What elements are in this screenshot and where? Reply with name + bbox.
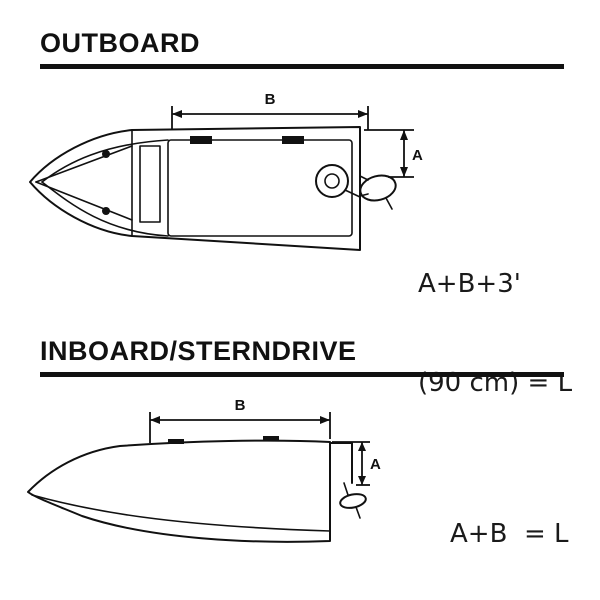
outboard-boat-diagram: B A xyxy=(29,91,423,251)
dimension-b-arrowhead-left xyxy=(172,110,182,118)
sterndrive-leg xyxy=(343,482,349,496)
outboard-motor xyxy=(359,174,397,210)
sterndrive-torpedo xyxy=(339,493,367,509)
inner-gunwale-top xyxy=(41,139,169,183)
boat-side-view xyxy=(27,436,331,543)
sterndrive-skeg xyxy=(355,506,361,519)
inboard-section-title: INBOARD/STERNDRIVE xyxy=(40,336,357,366)
deck-cleat-left xyxy=(168,439,184,444)
inboard-boat-diagram: B A xyxy=(27,397,381,543)
dimension-a-label: A xyxy=(412,147,423,164)
bow-deck-line-lower xyxy=(35,181,133,221)
motor-cowl xyxy=(359,174,397,202)
outboard-section-title: OUTBOARD xyxy=(40,28,200,58)
chine-line xyxy=(31,494,331,532)
dimension-a-arrowhead-top xyxy=(400,130,408,140)
steering-wheel-inner xyxy=(324,173,340,189)
steering-wheel-outer xyxy=(315,164,349,198)
boat-hull-outline xyxy=(29,126,361,251)
dimension-b: B xyxy=(171,91,369,130)
dimension-a-arrowhead-bottom xyxy=(400,167,408,177)
dimension-a-arrowhead-top xyxy=(358,442,366,451)
inboard-divider xyxy=(40,372,564,377)
sterndrive-unit xyxy=(329,442,367,519)
inner-gunwale-bottom xyxy=(41,181,169,237)
gunwale-fitting-right xyxy=(282,136,304,144)
console xyxy=(139,145,161,223)
dimension-b-arrowhead-right xyxy=(358,110,368,118)
motor-skeg xyxy=(385,197,393,210)
bow-deck-line-upper xyxy=(35,145,133,183)
dimension-b: B xyxy=(149,397,331,443)
deck-cleat-right xyxy=(263,436,279,441)
tiller-link xyxy=(344,189,361,198)
inboard-formula: A+B = L xyxy=(450,519,569,549)
dimension-a: A xyxy=(364,129,423,178)
dimension-b-arrowhead-right xyxy=(320,416,330,424)
dimension-b-label: B xyxy=(235,397,246,414)
sterndrive-bracket xyxy=(329,442,353,484)
cockpit xyxy=(167,139,353,237)
boat-top-view xyxy=(29,126,361,251)
dimension-b-label: B xyxy=(265,91,276,108)
bow-cleat-bottom xyxy=(102,207,110,215)
outboard-formula-line1: A+B+3' xyxy=(418,269,521,299)
bow-cleat-top xyxy=(102,150,110,158)
dimension-a-arrowhead-bottom xyxy=(358,476,366,485)
outboard-divider xyxy=(40,64,564,69)
dimension-a-label: A xyxy=(370,456,381,473)
hull-profile xyxy=(27,439,331,543)
gunwale-fitting-left xyxy=(190,136,212,144)
dimension-b-arrowhead-left xyxy=(150,416,160,424)
dimension-a: A xyxy=(332,441,381,486)
